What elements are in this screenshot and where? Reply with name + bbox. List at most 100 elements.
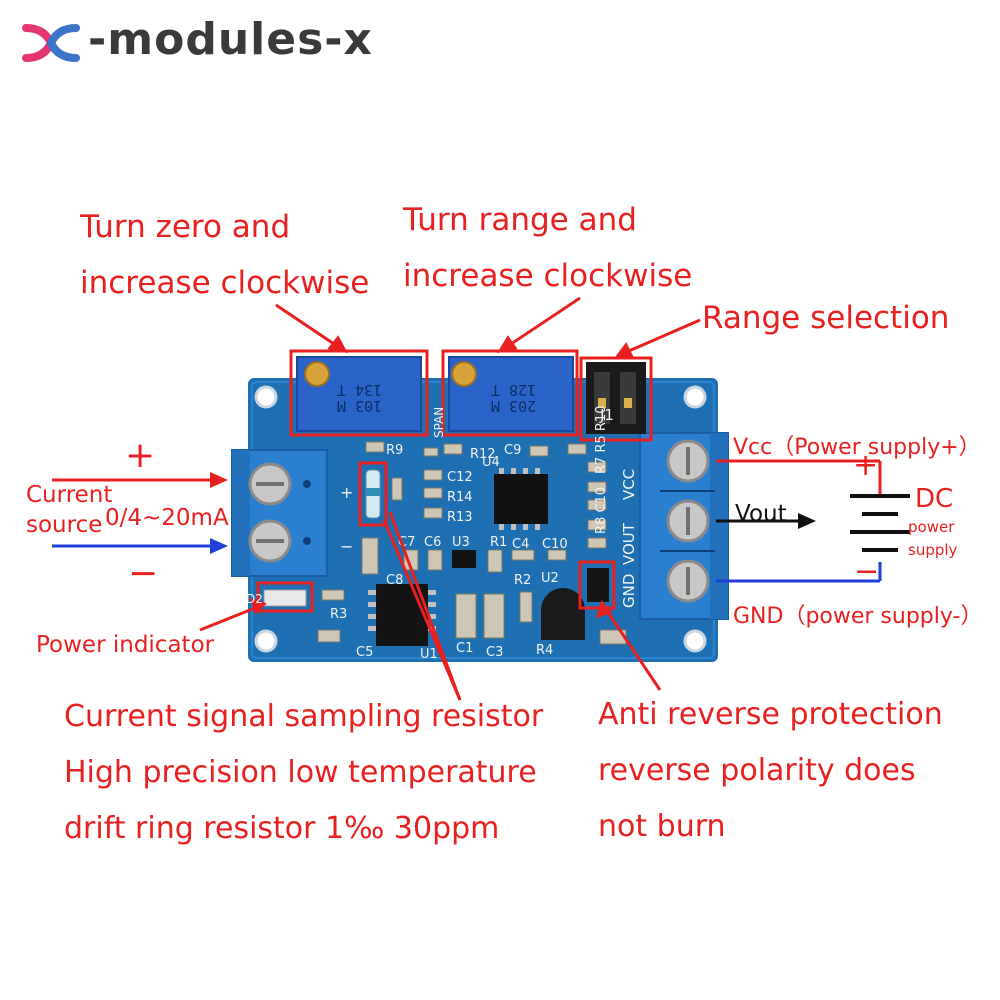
reference-u3	[452, 550, 476, 568]
silk-r6: R7	[594, 456, 609, 474]
silk-c10: C10	[542, 537, 568, 552]
output-wiring	[716, 459, 882, 583]
range-selection-annotation: Range selection	[702, 300, 950, 336]
silk-r14: R14	[447, 490, 473, 505]
pot2-code2: 128	[509, 381, 537, 399]
silk-r8: C10	[594, 486, 609, 513]
range-annotation-line2: increase clockwise	[403, 258, 693, 294]
silk-vcc: VCC	[620, 468, 638, 500]
current-source-line1: Current	[26, 482, 113, 508]
silk-plus: +	[340, 483, 353, 502]
silk-c3: C3	[486, 645, 503, 660]
silk-span: SPAN	[432, 406, 446, 438]
silk-d2: D2	[246, 592, 263, 606]
span-potentiometer	[448, 356, 574, 432]
silk-c9: C9	[504, 443, 521, 458]
input-minus-sign: −	[128, 553, 159, 594]
anti-reverse-line2: reverse polarity does	[598, 753, 916, 788]
highlight-led	[256, 581, 314, 613]
output-terminal-block	[639, 432, 729, 620]
highlight-diode	[578, 560, 616, 610]
silk-gnd: GND	[620, 573, 638, 608]
current-source-line2: source	[26, 512, 103, 538]
anti-reverse-line1: Anti reverse protection	[598, 697, 943, 732]
leader-anti-reverse	[603, 607, 662, 691]
highlight-zero-pot	[289, 349, 429, 437]
sampling-resistor-line3: drift ring resistor 1‰ 30ppm	[64, 811, 500, 846]
pot1-marking: 103 M 134 T	[337, 381, 383, 415]
silk-j1: J1	[599, 406, 614, 424]
pot1-code2: 134	[355, 381, 383, 399]
brand-logo-icon	[22, 24, 80, 62]
leader-range	[504, 296, 581, 350]
silk-r10-r8: R8 C10	[594, 487, 609, 534]
silk-u3: U3	[452, 535, 470, 550]
power-indicator-annotation: Power indicator	[36, 632, 215, 658]
vout-label: Vout	[735, 501, 787, 527]
protection-diode	[587, 568, 609, 602]
regulator-u2	[541, 588, 585, 640]
silk-r12: R12	[470, 447, 496, 462]
pot1-letter2: T	[337, 381, 347, 399]
silk-u1: U1	[420, 647, 438, 662]
current-source-label: Current source	[26, 480, 112, 540]
converter-chip	[368, 584, 436, 646]
silk-c5: C5	[356, 645, 373, 660]
zero-annotation-line2: increase clockwise	[80, 265, 370, 301]
silk-r6-r5-r7: R7 R5 R10	[594, 406, 609, 474]
anti-reverse-line3: not burn	[598, 809, 726, 844]
input-arrows	[52, 472, 228, 554]
pot2-code: 203	[509, 397, 537, 415]
silk-r7: R10	[594, 405, 609, 432]
brand-name: -modules-x	[88, 14, 373, 65]
silk-r13: R13	[447, 510, 473, 525]
pot2-marking: 203 M 128 T	[491, 381, 537, 415]
zero-annotation-line1: Turn zero and	[80, 209, 291, 245]
silk-c6: C6	[424, 535, 441, 550]
dc-sub-label: power supply	[908, 516, 957, 562]
silk-c4: C4	[512, 537, 529, 552]
silk-r1: R1	[490, 535, 507, 550]
smd-components	[317, 441, 627, 645]
sampling-resistor-line2: High precision low temperature	[64, 755, 537, 790]
input-plus-sign: +	[125, 435, 156, 476]
dc-plus-sign: +	[853, 448, 879, 483]
highlight-sampling-resistor	[358, 461, 388, 527]
anti-reverse-annotation: Anti reverse protection reverse polarity…	[598, 687, 943, 855]
silk-r4: R4	[536, 643, 553, 658]
silk-c12: C12	[447, 470, 473, 485]
dc-label: DC	[915, 484, 954, 514]
pot2-letter: M	[491, 397, 501, 415]
silk-c1: C1	[456, 641, 473, 656]
silk-c8: C8	[386, 573, 403, 588]
silk-r3: R3	[330, 607, 347, 622]
silk-r2: R2	[514, 573, 531, 588]
leader-zero	[275, 303, 341, 350]
dc-sub-line1: power	[908, 518, 955, 536]
range-jumper	[586, 362, 646, 434]
silk-u4: U4	[482, 455, 500, 470]
sampling-resistor-line1: Current signal sampling resistor	[64, 699, 544, 734]
range-annotation-line1: Turn range and	[403, 202, 637, 238]
range-annotation: Turn range and increase clockwise	[403, 192, 692, 304]
input-terminal-block	[231, 449, 328, 577]
leader-sampling-b	[388, 511, 462, 701]
dc-sub-line2: supply	[908, 541, 958, 559]
power-led	[263, 589, 307, 607]
vcc-label: Vcc（Power supply+）	[733, 435, 981, 460]
pot1-code: 103	[355, 397, 383, 415]
current-range-label: 0/4~20mA	[105, 505, 229, 531]
mounting-hole-icon	[254, 385, 707, 653]
battery-symbol-icon	[850, 494, 910, 552]
leader-power-indicator	[199, 604, 261, 632]
silk-r9: R9	[386, 443, 403, 458]
silk-vout: VOUT	[620, 523, 638, 565]
silk-r10: R8	[594, 516, 609, 534]
silkscreen-labels: R9 R12 C9 U4 C12 R14 R13 C10 C4 U3 R1 R2…	[330, 406, 614, 662]
gnd-label: GND（power supply-）	[733, 604, 983, 629]
silk-u2: U2	[541, 571, 559, 586]
zero-annotation: Turn zero and increase clockwise	[80, 199, 369, 311]
silk-minus: −	[340, 537, 353, 556]
highlight-span-pot	[441, 349, 579, 437]
